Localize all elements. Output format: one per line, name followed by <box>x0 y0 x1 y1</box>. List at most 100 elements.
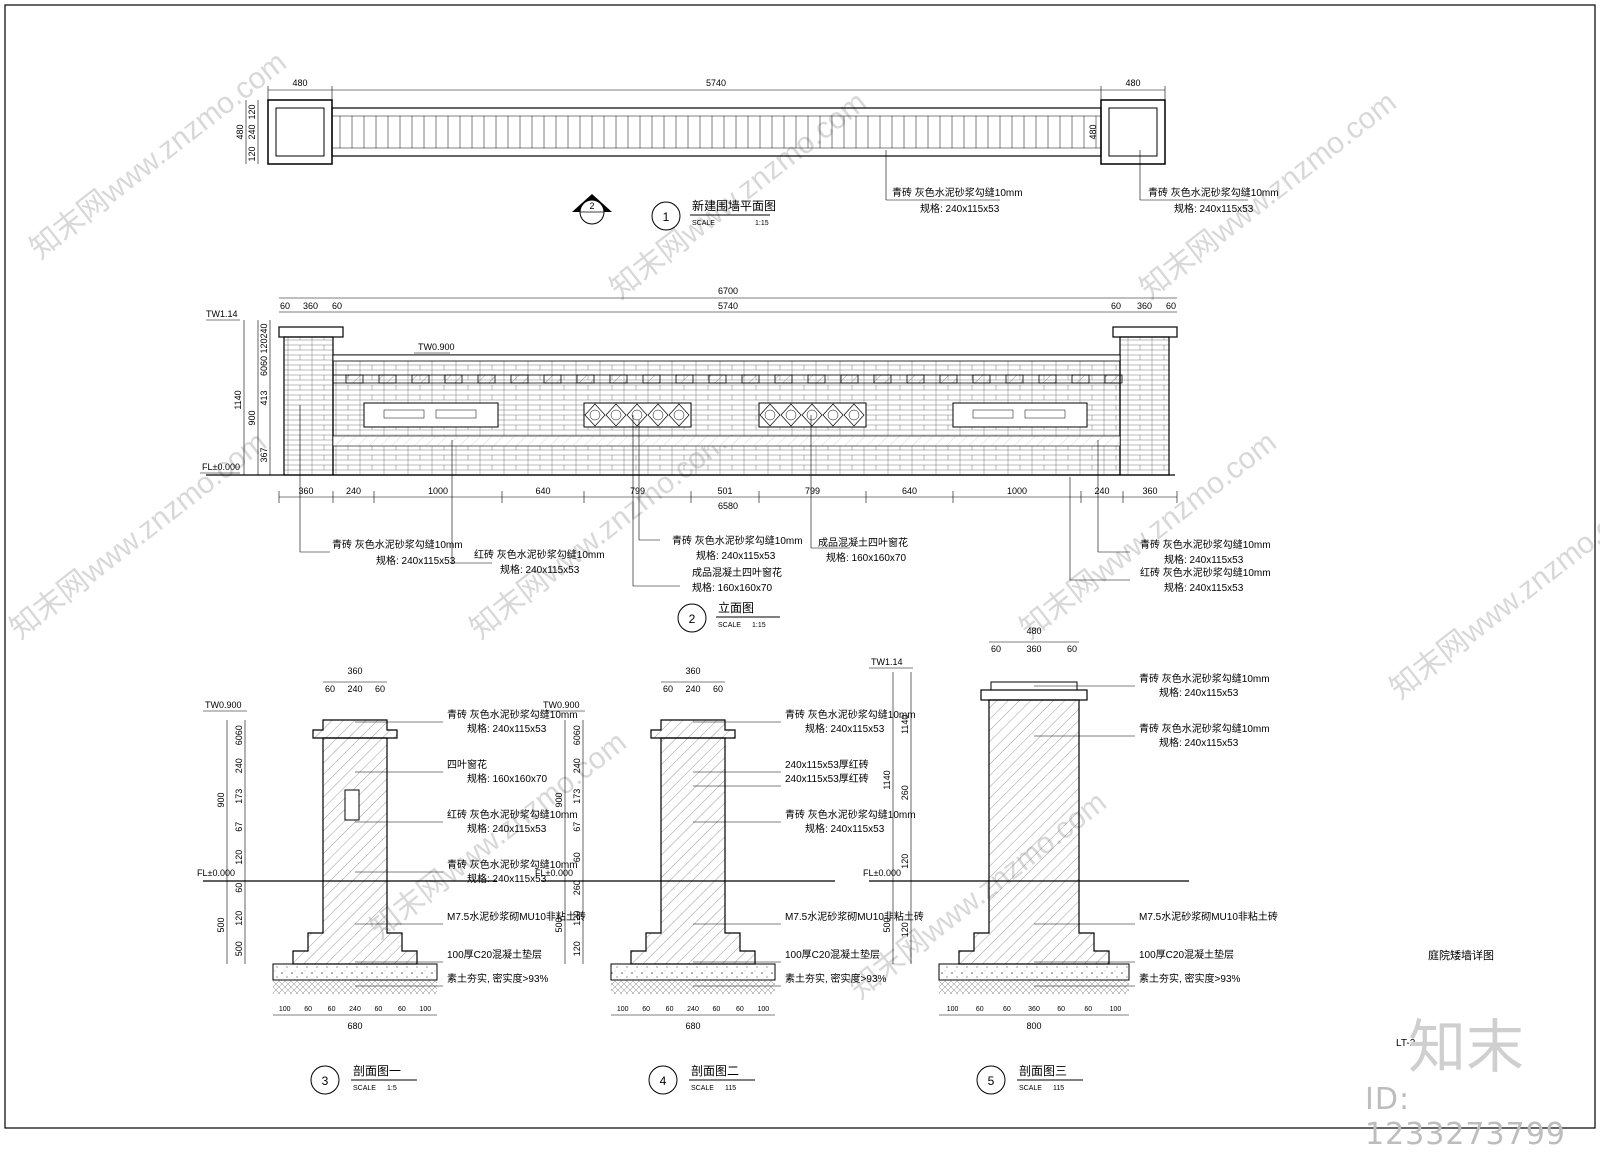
section-bottom-dim-2: 60 <box>304 1006 312 1013</box>
section-note-8: 规格: 240x115x53 <box>467 872 547 885</box>
elevation-dim-bottom-8: 640 <box>902 486 917 496</box>
section-left-total-2: 500 <box>554 917 564 932</box>
elevation-dim-left-1: 240 <box>259 323 269 338</box>
section-left-dim-7: 120 <box>572 911 582 926</box>
section-left-dim-3: 173 <box>234 789 244 804</box>
plan-title: 新建围墙平面图 <box>692 198 776 213</box>
section-bottom-dim-1: 100 <box>617 1006 629 1013</box>
section-note-5: 青砖 灰色水泥砂浆勾缝10mm <box>785 808 916 821</box>
section-left-dim-6: 260 <box>572 880 582 895</box>
elevation-note-2-line2: 规格: 240x115x53 <box>500 563 580 576</box>
section-left-dim-1: 6060 <box>234 725 244 745</box>
section-note-5: M7.5水泥砂浆砌MU10非粘土砖 <box>1139 910 1278 923</box>
section-top-dim-2: 240 <box>685 684 700 694</box>
section-scale: 1:5 <box>387 1085 397 1092</box>
plan-pier-right <box>1100 99 1166 165</box>
sheet-number: LT-2 <box>1396 1038 1416 1049</box>
section-bottom-dim-3: 60 <box>1003 1006 1011 1013</box>
elevation-note-4-line1: 成品混凝土四叶窗花 <box>692 566 782 579</box>
section-note-6: 规格: 240x115x53 <box>805 822 885 835</box>
elevation-dim-bottom-6: 501 <box>717 486 732 496</box>
section-number: 4 <box>660 1074 667 1088</box>
elevation-note-4-line2: 规格: 160x160x70 <box>692 581 772 594</box>
elevation-dim-left-4: 413 <box>259 390 269 405</box>
section-top-dim-total: 360 <box>685 666 700 676</box>
elevation-dim-left-900: 900 <box>247 410 257 425</box>
section-note-7: 青砖 灰色水泥砂浆勾缝10mm <box>447 858 578 871</box>
sheet-border <box>4 4 1596 1129</box>
section-bottom-dim-1: 100 <box>279 1006 291 1013</box>
section-title: 剖面图二 <box>691 1064 739 1078</box>
section-left-dim-8: 500 <box>234 941 244 956</box>
elevation-dim-left-total: 1140 <box>233 390 243 409</box>
section-top-dim-3: 60 <box>713 684 723 694</box>
section-scale: 115 <box>1053 1085 1064 1092</box>
plan-note-2-line1: 青砖 灰色水泥砂浆勾缝10mm <box>1148 186 1279 199</box>
section-left-dim-5: 120 <box>234 850 244 865</box>
section-level-fl: FL±0.000 <box>535 868 573 878</box>
section-note-9: 素土夯实, 密实度>93% <box>785 972 887 985</box>
section-bottom-dim-2: 60 <box>642 1006 650 1013</box>
section-bottom-dim-3: 60 <box>666 1006 674 1013</box>
plan-dim-left: 480 <box>292 78 307 88</box>
section-note-7: 素土夯实, 密实度>93% <box>1139 972 1241 985</box>
elevation-level-tw1: TW1.14 <box>206 309 238 319</box>
plan-pier-left <box>267 99 333 165</box>
plan-scale-label: SCALE <box>692 220 715 227</box>
watermark-text: 知末网www.znzmo.com <box>4 426 273 646</box>
section-bottom-dim-6: 60 <box>736 1006 744 1013</box>
plan-note-1-line2: 规格: 240x115x53 <box>920 202 1000 215</box>
section-level-top: TW0.900 <box>543 700 580 710</box>
logo: 知末 <box>1408 1013 1525 1081</box>
elevation-note-7-line1: 红砖 灰色水泥砂浆勾缝10mm <box>1140 566 1271 579</box>
elevation-level-tw0: TW0.900 <box>418 342 455 352</box>
section-scale-label: SCALE <box>691 1085 714 1092</box>
elevation-dim-bottom-9: 1000 <box>1007 486 1027 496</box>
section-top-dim-1: 60 <box>325 684 335 694</box>
plan-section-mark: 2 <box>589 201 594 211</box>
elevation-dim-bottom-10: 240 <box>1094 486 1109 496</box>
section-bottom-dim-4: 360 <box>1028 1006 1040 1013</box>
elevation-dim-left-5: 367 <box>259 447 269 462</box>
elevation-dim-small-1: 60 <box>280 301 290 311</box>
elevation-title: 立面图 <box>718 600 754 615</box>
plan-dim-side-1: 120 <box>247 104 257 119</box>
section-top-dim-total: 360 <box>347 666 362 676</box>
plan-note-1-line1: 青砖 灰色水泥砂浆勾缝10mm <box>892 186 1023 199</box>
plan-dim-middle: 5740 <box>706 78 726 88</box>
section-bottom-total: 680 <box>347 1021 362 1031</box>
elevation-dim-small-3: 60 <box>332 301 342 311</box>
elevation-dim-bottom-1: 360 <box>298 486 313 496</box>
elevation-dim-bottom-2: 240 <box>346 486 361 496</box>
section-note-6: 规格: 240x115x53 <box>467 822 547 835</box>
plan-dim-total: 480 <box>235 124 245 139</box>
elevation-dim-small-2: 360 <box>303 301 318 311</box>
section-top-dim-1: 60 <box>663 684 673 694</box>
plan-wall <box>331 107 1102 157</box>
section-left-dim-6: 60 <box>234 883 244 893</box>
section-left-dim-3: 173 <box>572 789 582 804</box>
section-note-11: 素土夯实, 密实度>93% <box>447 972 549 985</box>
watermark-text: 知末网www.znzmo.com <box>1384 486 1600 706</box>
elevation-pier-right <box>1119 336 1170 476</box>
section-note-2: 规格: 240x115x53 <box>1159 686 1239 699</box>
section-bottom-dim-2: 60 <box>976 1006 984 1013</box>
section-bottom-dim-7: 100 <box>419 1006 431 1013</box>
section-bottom-dim-1: 100 <box>947 1006 959 1013</box>
plan-dim-right: 480 <box>1125 78 1140 88</box>
section-number: 5 <box>988 1074 995 1088</box>
section-left-dim-4: 120 <box>900 922 910 937</box>
section-left-total-2: 500 <box>216 917 226 932</box>
section-bottom-dim-7: 100 <box>757 1006 769 1013</box>
elevation-number: 2 <box>689 612 696 626</box>
elevation-note-5-line1: 成品混凝土四叶窗花 <box>818 536 908 549</box>
elevation-dim-bottom-3: 1000 <box>428 486 448 496</box>
plan-dim-total-right: 480 <box>1088 124 1098 139</box>
elevation-dim-bottom-11: 360 <box>1142 486 1157 496</box>
section-top-dim-1: 60 <box>991 644 1001 654</box>
elevation-note-3-line1: 青砖 灰色水泥砂浆勾缝10mm <box>672 534 803 547</box>
section-note-4: 240x115x53厚红砖 <box>785 772 869 785</box>
section-bottom-dim-4: 240 <box>349 1006 361 1013</box>
